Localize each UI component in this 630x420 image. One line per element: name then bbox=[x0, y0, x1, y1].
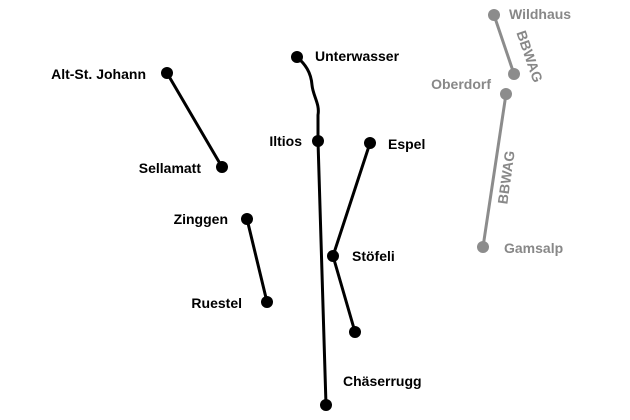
station-dot-gamsalp[interactable] bbox=[477, 241, 489, 253]
label-wildhaus: Wildhaus bbox=[509, 6, 571, 22]
line-unterwasser-iltios bbox=[295, 55, 320, 143]
label-line-bbwag-lower: BBWAG bbox=[494, 150, 517, 205]
station-dot-alt-st-johann[interactable] bbox=[161, 67, 173, 79]
label-sellamatt: Sellamatt bbox=[139, 160, 202, 176]
station-dot-oberdorf[interactable] bbox=[500, 88, 512, 100]
station-dot-unterwasser[interactable] bbox=[291, 51, 303, 63]
station-dot-wildhaus[interactable] bbox=[488, 9, 500, 21]
label-unterwasser: Unterwasser bbox=[315, 48, 400, 64]
line-oberdorf-gamsalp bbox=[481, 92, 508, 249]
label-alt-st-johann: Alt-St. Johann bbox=[51, 66, 146, 82]
station-dot-iltios[interactable] bbox=[312, 135, 324, 147]
line-alt-st-johann-sellamatt bbox=[165, 71, 224, 169]
line-wildhaus-oberdorf bbox=[492, 13, 516, 76]
station-dot-oberdorf-upper[interactable] bbox=[508, 68, 520, 80]
station-dot-stoefeli-lower[interactable] bbox=[349, 326, 361, 338]
station-dot-ruestel[interactable] bbox=[261, 296, 273, 308]
line-iltios-chaeserrugg bbox=[316, 139, 328, 407]
line-espel-stoefeli bbox=[331, 141, 372, 258]
label-stoefeli: Stöfeli bbox=[352, 248, 395, 264]
station-dot-zinggen[interactable] bbox=[241, 213, 253, 225]
station-dot-stoefeli[interactable] bbox=[327, 250, 339, 262]
label-chaeserrugg: Chäserrugg bbox=[343, 373, 422, 389]
station-dot-chaeserrugg[interactable] bbox=[320, 399, 332, 411]
station-dot-espel[interactable] bbox=[364, 137, 376, 149]
label-zinggen: Zinggen bbox=[174, 211, 228, 227]
label-oberdorf: Oberdorf bbox=[431, 76, 491, 92]
station-dot-sellamatt[interactable] bbox=[216, 161, 228, 173]
label-ruestel: Ruestel bbox=[191, 295, 242, 311]
line-zinggen-ruestel bbox=[245, 217, 269, 304]
label-iltios: Iltios bbox=[269, 133, 302, 149]
label-espel: Espel bbox=[388, 136, 425, 152]
label-gamsalp: Gamsalp bbox=[504, 240, 563, 256]
line-stoefeli-chaeserrugg bbox=[331, 254, 357, 334]
